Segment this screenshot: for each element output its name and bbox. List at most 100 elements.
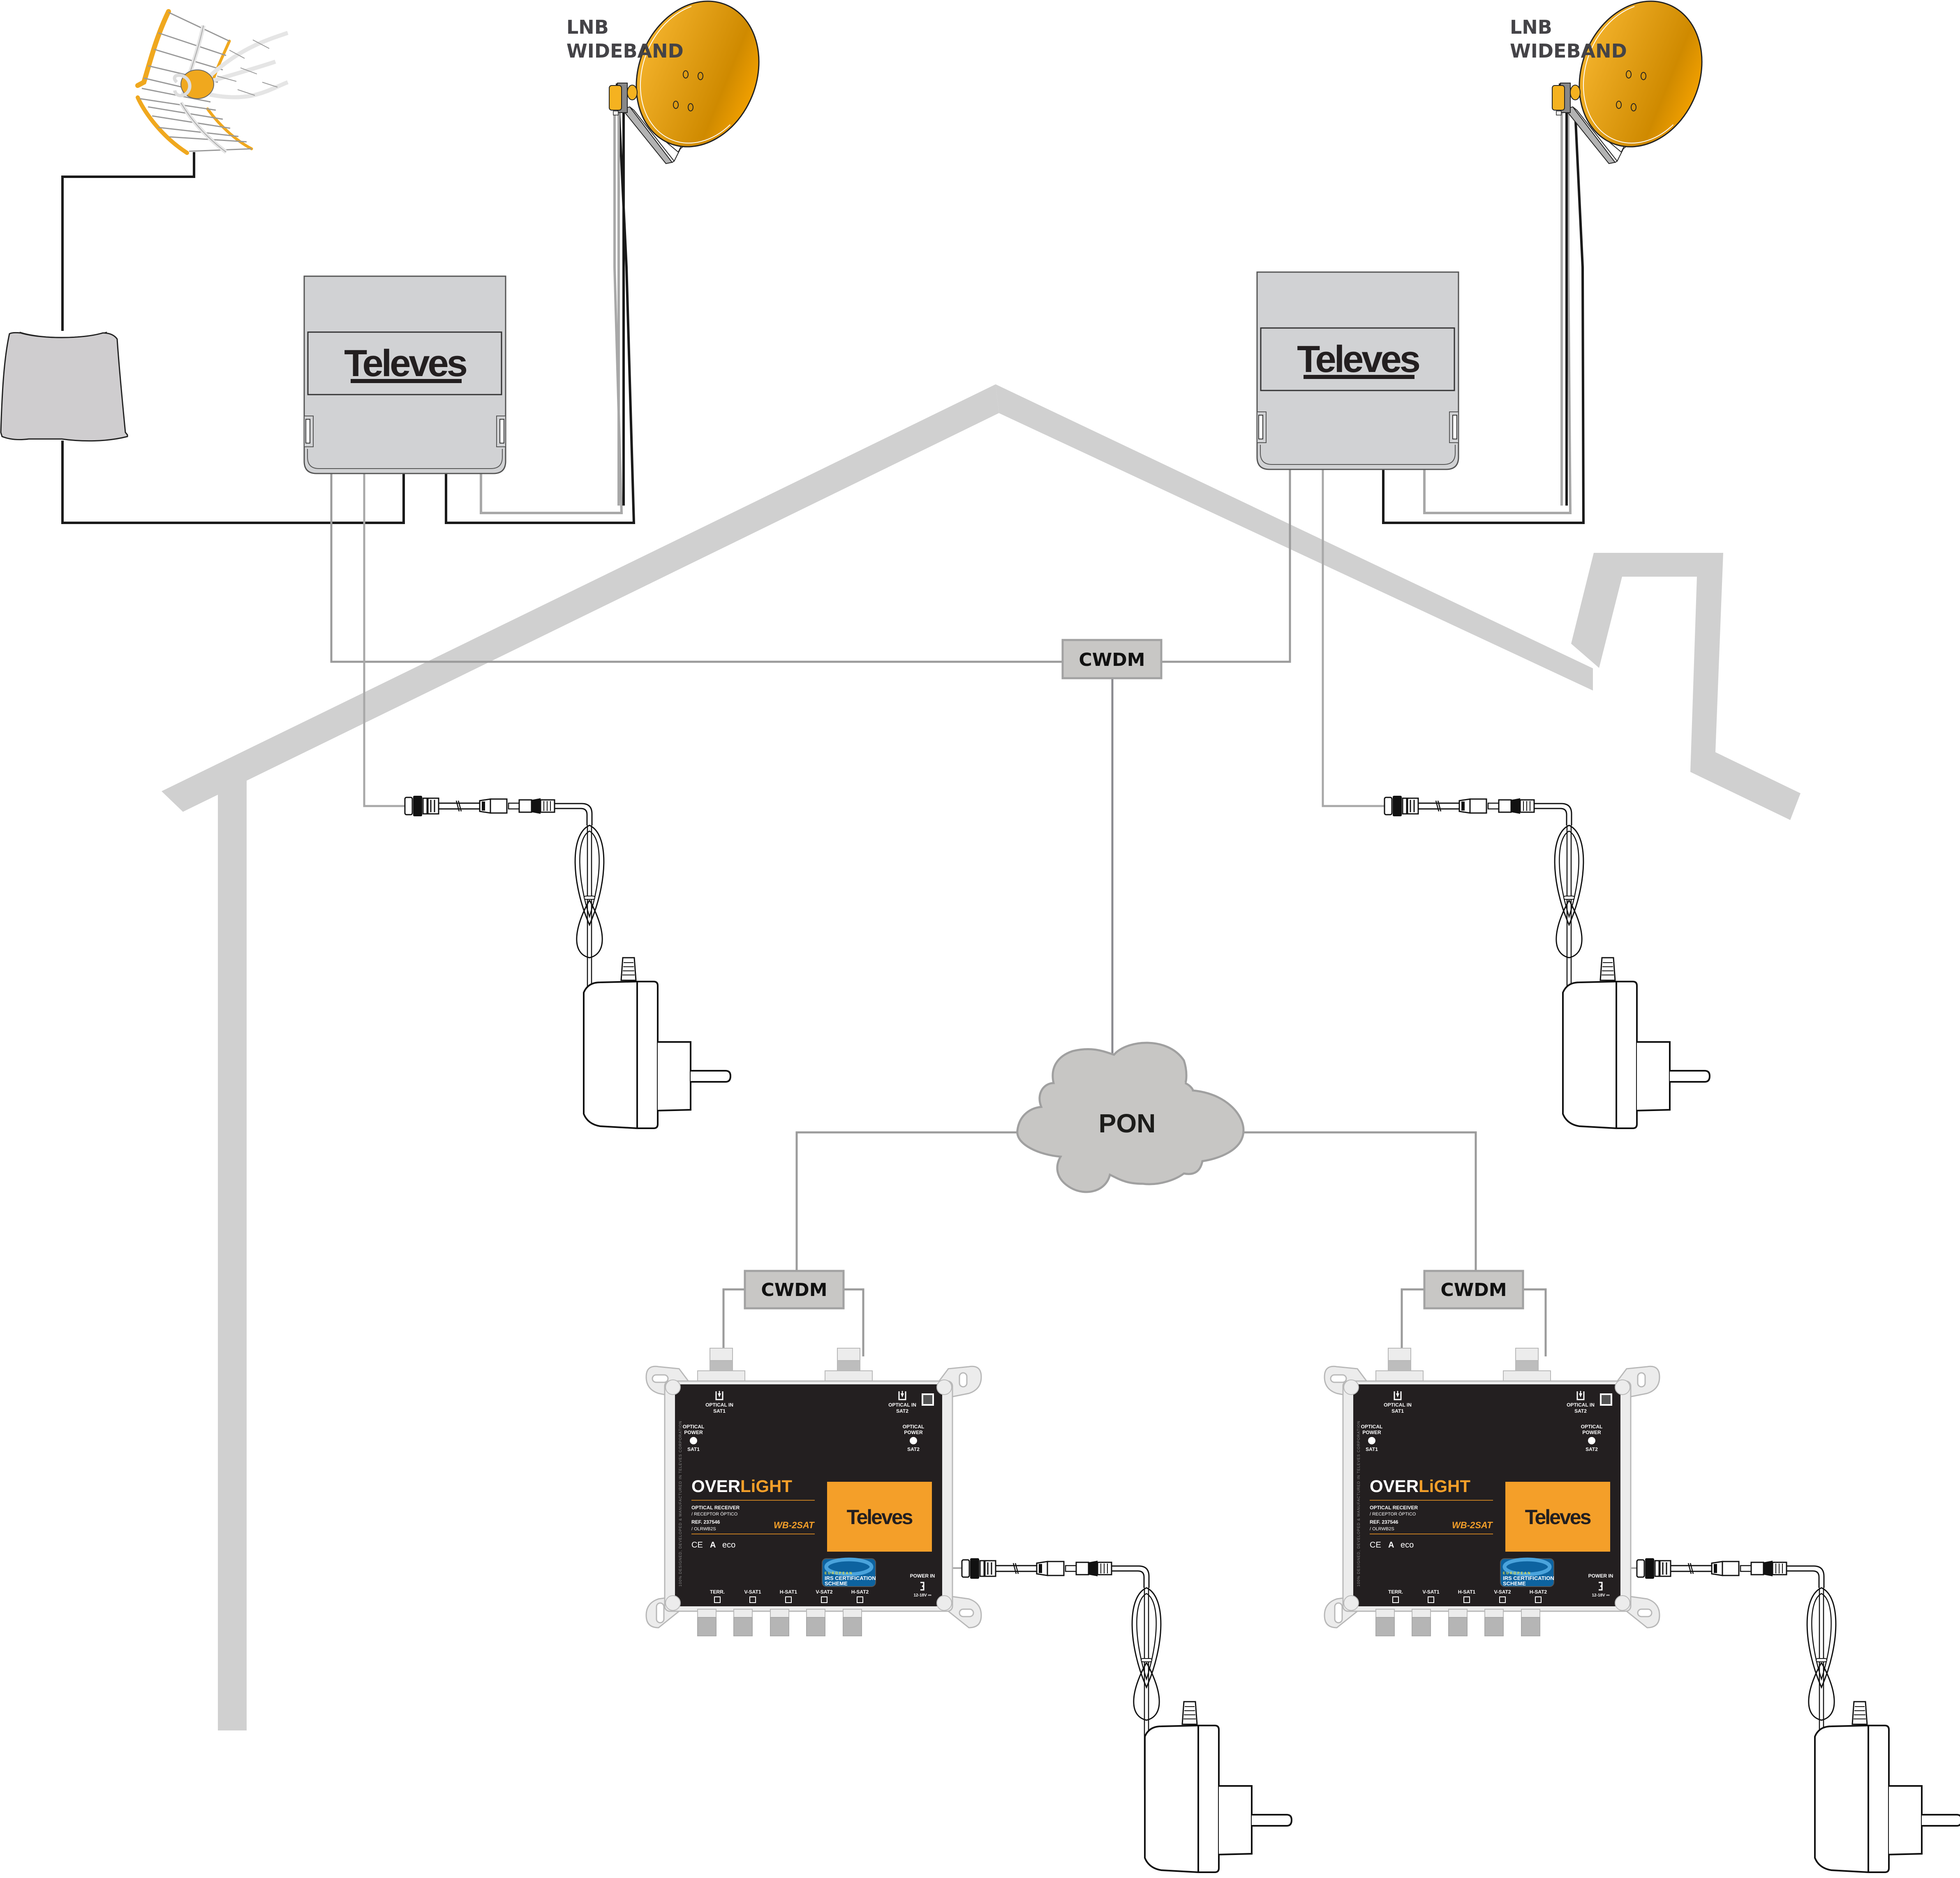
rx1-optical-power-right-2: POWER: [904, 1430, 923, 1435]
rx2-product-type-es: / RECEPTOR ÓPTICO: [1370, 1511, 1416, 1517]
lnb-label-right-line2: WIDEBAND: [1510, 40, 1627, 62]
power-cable-left: [404, 795, 605, 1028]
rx2-model: WB-2SAT: [1452, 1520, 1493, 1530]
rx2-output-v-sat1: V-SAT1: [1422, 1589, 1439, 1595]
rx1-output-v-sat2: V-SAT2: [816, 1589, 832, 1595]
rx1-voltage-label: 12-18V ⎓: [913, 1593, 931, 1598]
cwdm-lower-right: CWDM: [1423, 1270, 1524, 1310]
rx2-optical-in-sat1: OPTICAL IN: [1384, 1402, 1412, 1408]
power-adapter-right-icon: [1562, 957, 1710, 1129]
cwdm-lower-right-label: CWDM: [1440, 1280, 1507, 1301]
rx1-output-v-sat1: V-SAT1: [744, 1589, 761, 1595]
rx2-led-sat2-label: SAT2: [1586, 1446, 1598, 1452]
rx2-irs-top: EUROPEAN: [1503, 1571, 1531, 1575]
rx1-product-type-es: / RECEPTOR ÓPTICO: [691, 1511, 738, 1517]
rx2-output-h-sat2: H-SAT2: [1530, 1589, 1547, 1595]
fiber-pon-to-cwdm-left: [795, 1131, 1017, 1272]
rx1-model: WB-2SAT: [774, 1520, 815, 1530]
rx2-led-sat1-label: SAT1: [1366, 1446, 1378, 1452]
rx2-optical-in-sat2: OPTICAL IN: [1567, 1402, 1595, 1408]
rx1-led-sat1-label: SAT1: [687, 1446, 700, 1452]
satellite-dish-right-icon: [1552, 0, 1723, 506]
house-chimney: [1571, 553, 1801, 820]
fiber-cwdm-to-rx2-sat1: [1401, 1288, 1424, 1356]
coax-lnb-right-black: [1382, 113, 1585, 524]
rx2-output-terr: TERR.: [1388, 1589, 1403, 1595]
rx1-led-sat2-label: SAT2: [907, 1446, 920, 1452]
power-line-right: [1322, 469, 1384, 807]
rx2-optical-power-left-1: OPTICAL: [1361, 1424, 1383, 1430]
rx2-product-type: OPTICAL RECEIVER: [1370, 1505, 1418, 1511]
rx1-ref: REF. 237546: [691, 1519, 720, 1525]
rx1-optical-in-sat2: OPTICAL IN: [888, 1402, 916, 1408]
fiber-cwdm-to-rx1-sat1: [722, 1288, 745, 1356]
preamplifier-device-icon: [0, 332, 128, 442]
cwdm-lower-left: CWDM: [744, 1270, 845, 1310]
power-adapter-left-icon: [583, 957, 731, 1129]
rx2-ref-code: / OLRWB2S: [1370, 1527, 1394, 1532]
power-adapter-rx2-icon: [1814, 1701, 1960, 1873]
coax-lnb-right-grey: [1423, 113, 1572, 514]
optical-receiver-1: OPTICAL IN SAT1 OPTICAL IN SAT2 OPTICAL …: [646, 1348, 981, 1636]
rx2-output-h-sat1: H-SAT1: [1458, 1589, 1476, 1595]
house-roof-right: [996, 384, 1593, 691]
headend-right-logo: Televes: [1297, 338, 1419, 380]
rx1-product-type: OPTICAL RECEIVER: [691, 1505, 740, 1511]
rx1-output-terr: TERR.: [710, 1589, 725, 1595]
power-adapter-rx1-icon: [1144, 1701, 1292, 1873]
rx1-optical-power-left-1: OPTICAL: [683, 1424, 705, 1430]
rx2-optical-in-sat1-sub: SAT1: [1391, 1408, 1404, 1414]
rx1-optical-in-sat1-sub: SAT1: [713, 1408, 726, 1414]
rx1-optical-in-sat2-sub: SAT2: [896, 1408, 908, 1414]
rx1-optical-power-right-1: OPTICAL: [903, 1424, 925, 1430]
coax-preamp-to-headend-left: [61, 441, 405, 524]
rx2-brand: OVERLiGHT: [1370, 1476, 1470, 1496]
coax-lnb-left-grey: [480, 113, 623, 514]
rx1-optical-power-left-2: POWER: [684, 1430, 703, 1435]
rx2-ce-mark: CE: [1370, 1541, 1381, 1550]
power-cable-rx1: [961, 1557, 1162, 1791]
rx2-power-in-label: POWER IN: [1588, 1573, 1613, 1579]
rx1-power-in-label: POWER IN: [910, 1573, 935, 1579]
rx2-eco-mark: eco: [1401, 1541, 1414, 1550]
fiber-left-headend-to-cwdm: [330, 469, 1063, 663]
rx2-irs-line2: SCHEME: [1503, 1580, 1526, 1587]
satellite-dish-left-icon: [609, 0, 780, 506]
rx2-optical-power-right-1: OPTICAL: [1581, 1424, 1603, 1430]
pon-label: PON: [1099, 1109, 1156, 1138]
cwdm-lower-left-label: CWDM: [761, 1280, 827, 1301]
rx2-optical-in-sat2-sub: SAT2: [1574, 1408, 1587, 1414]
rx1-output-h-sat1: H-SAT1: [780, 1589, 797, 1595]
rx1-eco-mark: eco: [722, 1541, 735, 1550]
power-line-left: [363, 469, 405, 807]
cwdm-top-label: CWDM: [1079, 649, 1145, 670]
headend-right: Televes: [1256, 271, 1459, 470]
rx2-voltage-label: 12-18V ⎓: [1592, 1593, 1609, 1598]
rx2-class-mark: A: [1388, 1541, 1394, 1550]
rx2-televes-logo: Televes: [1525, 1506, 1591, 1529]
optical-receiver-2: OPTICAL IN SAT1 OPTICAL IN SAT2 OPTICAL …: [1324, 1348, 1660, 1636]
rx1-vertical-text: 100% DESIGNED, DEVELOPED & MANUFACTURED …: [678, 1421, 682, 1587]
rx2-optical-power-left-2: POWER: [1362, 1430, 1381, 1435]
rx1-televes-logo: Televes: [847, 1506, 913, 1529]
headend-left: Televes: [303, 275, 506, 474]
rx2-vertical-text: 100% DESIGNED, DEVELOPED & MANUFACTURED …: [1357, 1421, 1361, 1587]
pon-cloud: PON: [1016, 1042, 1245, 1193]
coax-terrestrial-left: [61, 152, 195, 331]
rx1-irs-top: EUROPEAN: [825, 1571, 853, 1575]
power-cable-rx2: [1636, 1557, 1837, 1791]
rx1-irs-line2: SCHEME: [825, 1580, 848, 1587]
house-roof-left: [162, 384, 999, 812]
house-outline: [162, 384, 1801, 1730]
fiber-pon-to-cwdm-right: [1241, 1131, 1477, 1272]
lnb-label-left-line2: WIDEBAND: [566, 40, 684, 62]
rx1-brand: OVERLiGHT: [691, 1476, 792, 1496]
fiber-right-headend-to-cwdm: [1161, 469, 1291, 663]
rx1-optical-in-sat1: OPTICAL IN: [705, 1402, 733, 1408]
fiber-cwdm-to-rx2-sat2: [1523, 1288, 1547, 1356]
rx2-irs-line1: IRS CERTIFICATION: [1503, 1575, 1554, 1581]
lnb-label-right-line1: LNB: [1510, 16, 1552, 38]
rx2-output-v-sat2: V-SAT2: [1494, 1589, 1511, 1595]
fiber-cwdm-to-rx1-sat2: [844, 1288, 864, 1356]
